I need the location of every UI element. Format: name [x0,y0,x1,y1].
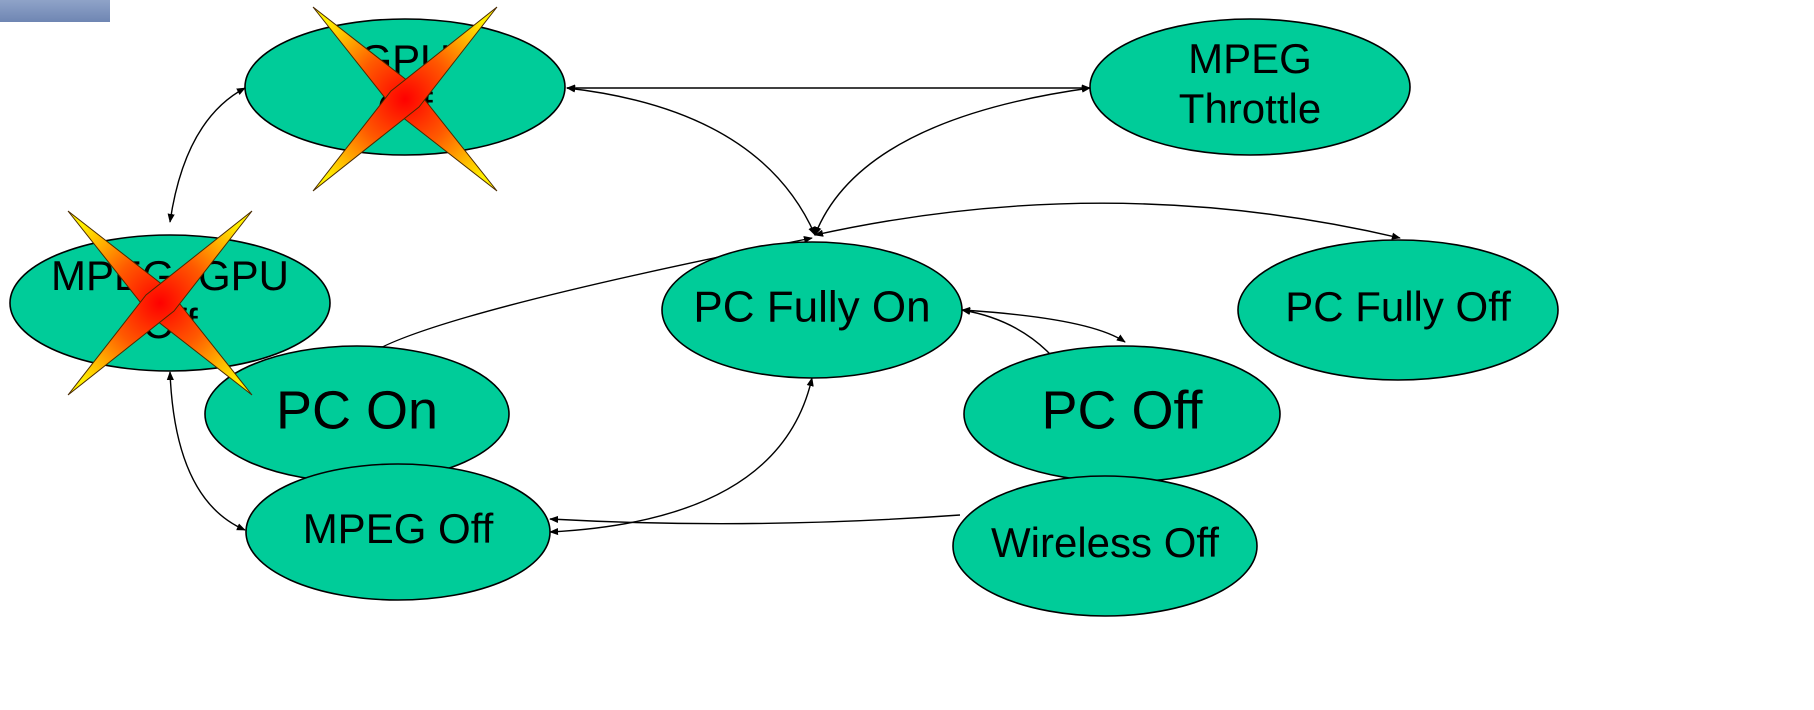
node-wireless-off-ellipse [952,475,1258,617]
node-mpeg-off-label-line-0: MPEG Off [303,505,494,552]
edge-mpeg-gpu-off-to-mpeg-off [166,371,246,531]
node-pc-off-label-line-0: PC Off [1041,380,1203,440]
cross-mark-gpu-off [312,6,498,192]
node-pc-fully-off-label-line-0: PC Fully Off [1285,283,1511,330]
node-pc-fully-on-label-line-0: PC Fully On [693,283,930,332]
node-pc-fully-on: PC Fully On [661,241,963,379]
cross-mark-mpeg-gpu-off [67,210,253,396]
node-pc-fully-on-ellipse [661,241,963,379]
node-pc-on-label-line-0: PC On [276,380,438,440]
node-mpeg-throttle-ellipse [1089,18,1411,156]
node-mpeg-off-ellipse [245,463,551,601]
node-mpeg-off: MPEG Off [245,463,551,601]
cross-blade-yellow [312,6,498,192]
edge-gpu-off-to-mpeg-gpu-off [167,87,246,223]
edge-wireless-off-to-mpeg-off [549,514,961,525]
node-mpeg-throttle-label-line-0: MPEG [1188,35,1312,82]
edge-mpeg-off-to-pc-fully-on [549,377,814,536]
node-wireless-off: Wireless Off [952,475,1258,617]
edges-layer [166,84,1401,536]
corner-logo [0,0,110,22]
node-wireless-off-label-line-0: Wireless Off [991,519,1219,566]
edge-pc-fully-on-to-pc-off [961,306,1126,343]
edge-pc-fully-on-to-pc-fully-off [814,202,1401,240]
crosses-layer [67,6,498,396]
node-pc-fully-off-ellipse [1237,239,1559,381]
node-pc-on: PC On [204,345,510,483]
node-pc-off: PC Off [963,345,1281,483]
nodes-layer: GPUOffMPEGThrottleMPEG, GPUOffPC Fully O… [9,18,1559,617]
cross-blade-yellow [67,210,253,396]
node-pc-fully-off: PC Fully Off [1237,239,1559,381]
edge-mpeg-throttle-to-pc-fully-on [814,85,1091,236]
edge-gpu-off-to-pc-fully-on [566,85,816,236]
node-mpeg-throttle-label-line-1: Throttle [1179,85,1321,132]
